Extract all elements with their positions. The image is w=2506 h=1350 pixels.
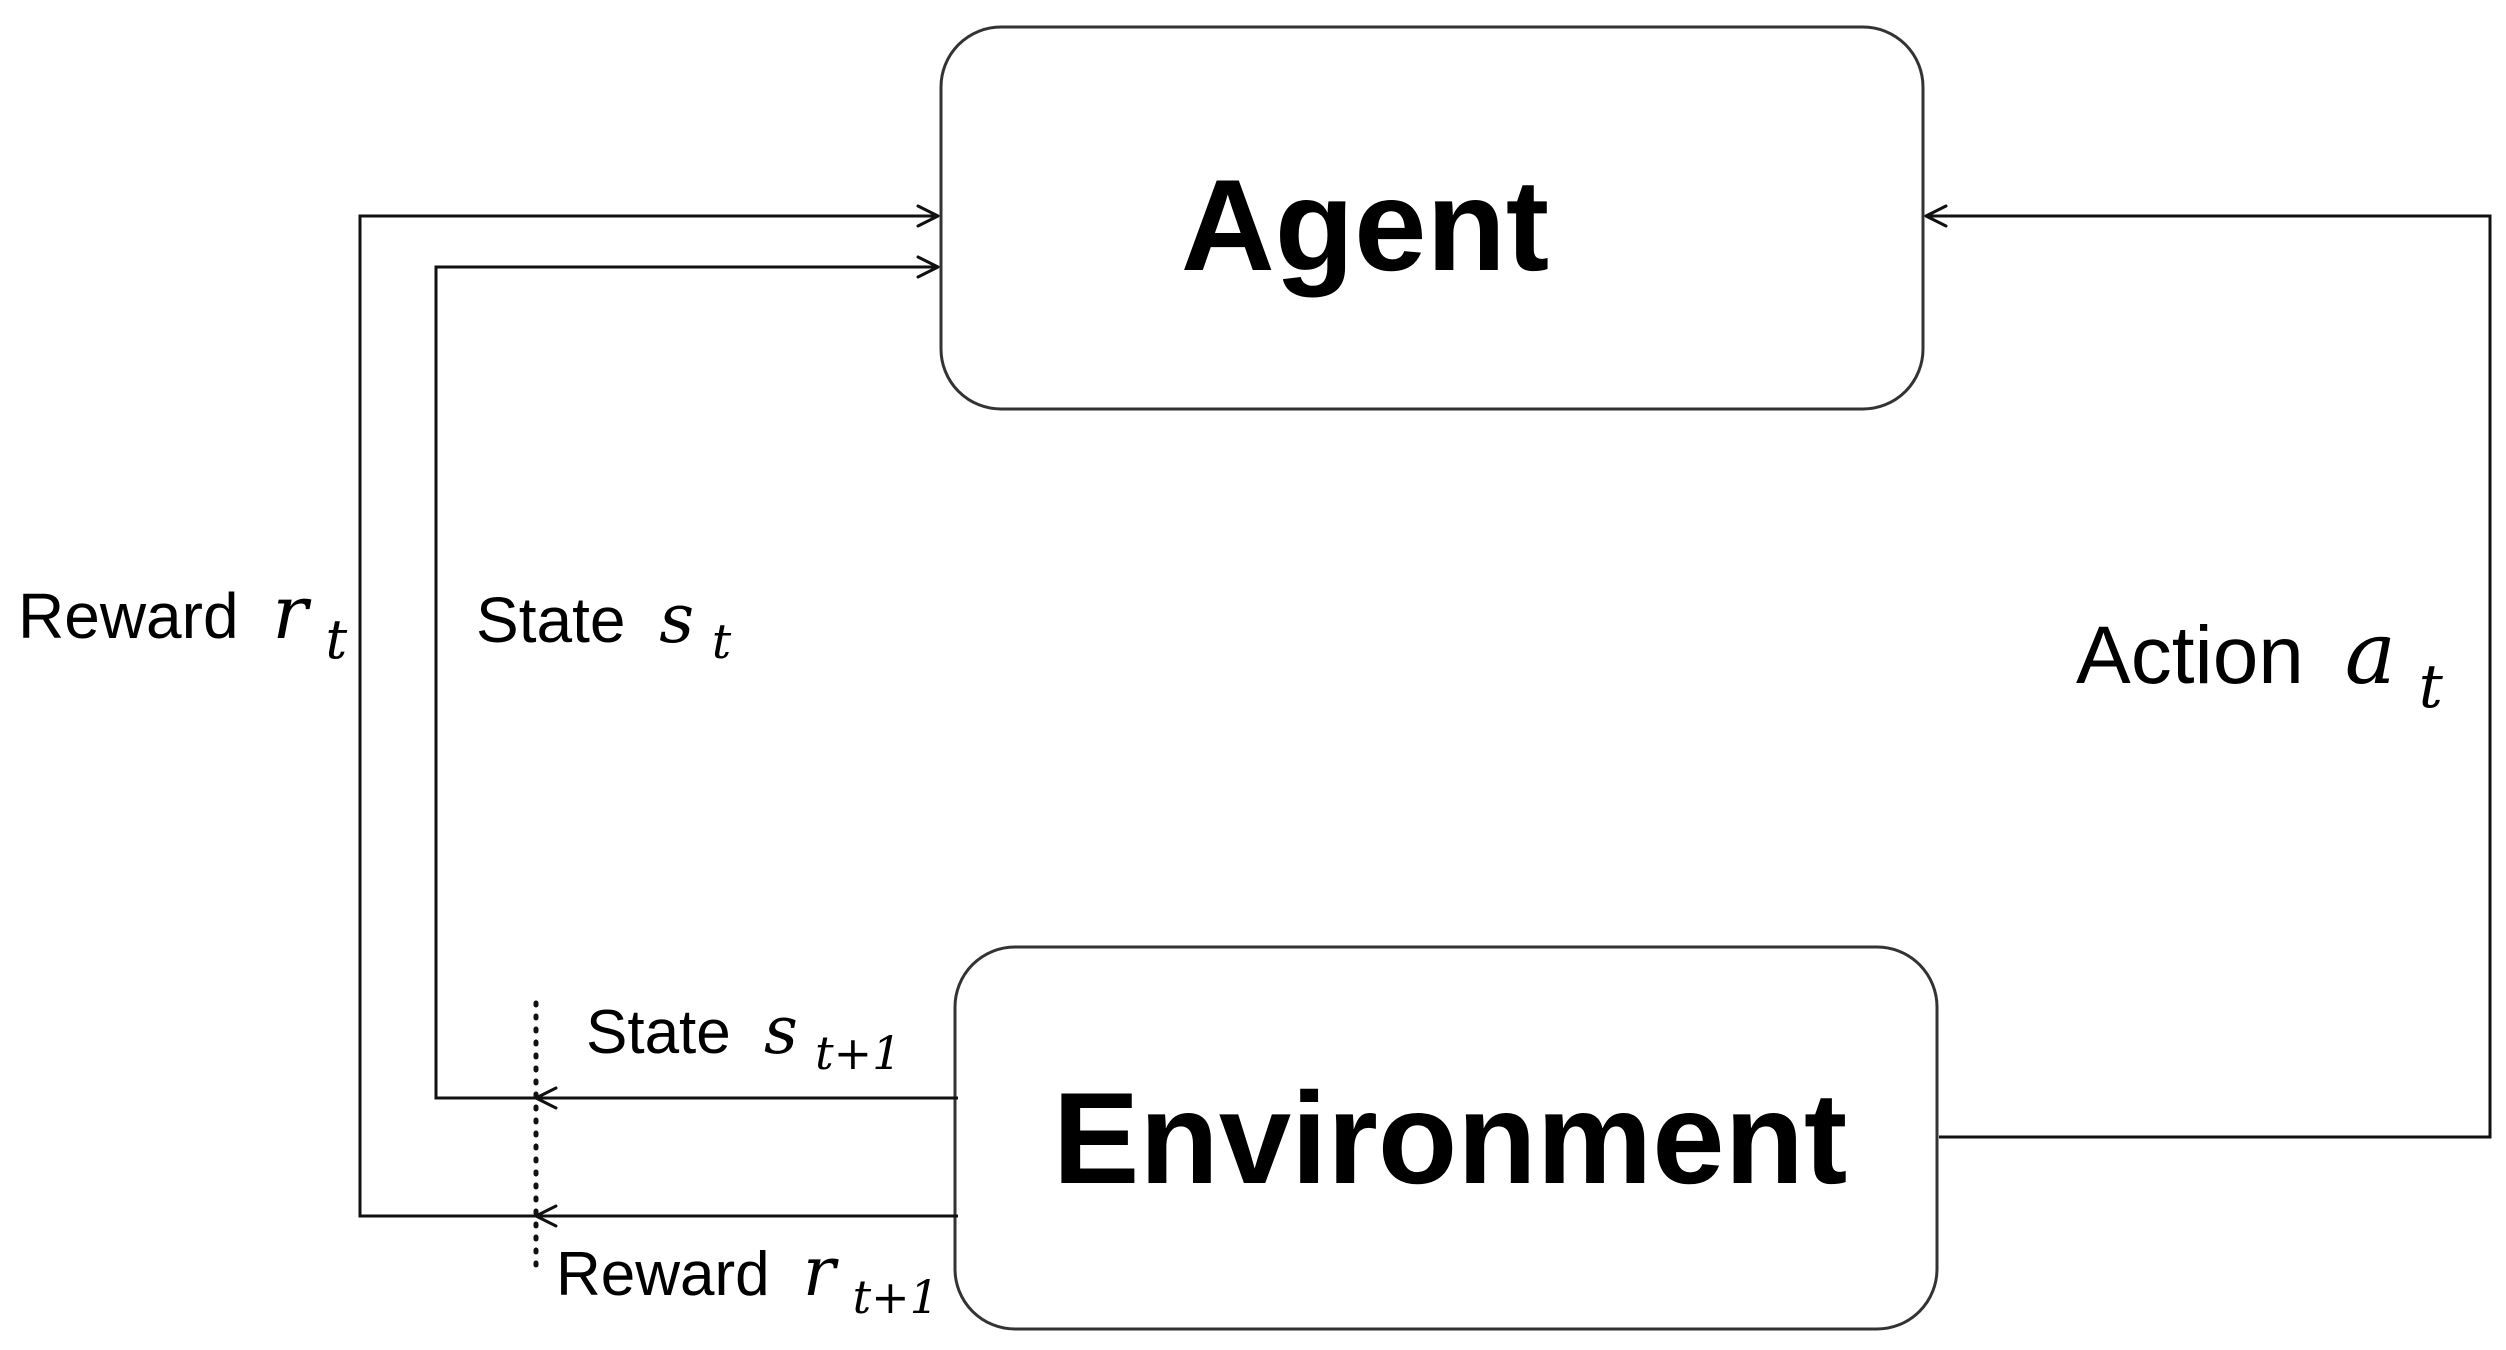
agent-label: Agent <box>1181 152 1549 298</box>
state-t-symbol: s <box>659 580 694 659</box>
reward-t1-arrowhead <box>534 1204 558 1228</box>
action-t-symbol: a <box>2345 604 2396 704</box>
reward-wire-arrowhead <box>916 204 940 228</box>
reward-t-word: Reward <box>18 580 239 652</box>
reward-t1-label: Reward r t+1 <box>556 1233 939 1324</box>
state-t-subscript: t <box>712 614 732 670</box>
reward-t-symbol: r <box>272 570 312 656</box>
reward-t-label: Reward r t <box>18 570 347 671</box>
reward-t-subscript: t <box>325 608 347 671</box>
state-t1-label: State s t+1 <box>586 992 901 1080</box>
environment-node: Environment <box>953 945 1939 1331</box>
state-wire-arrowhead <box>916 255 940 279</box>
action-t-label: Action a t <box>2076 604 2444 722</box>
agent-node: Agent <box>939 25 1925 411</box>
state-t-word: State <box>476 584 625 656</box>
action-t-subscript: t <box>2419 652 2444 722</box>
state-wire <box>434 255 958 1100</box>
action-t-word: Action <box>2076 610 2304 701</box>
environment-label: Environment <box>1053 1065 1848 1211</box>
reward-wire-path <box>358 214 958 1218</box>
environment-box <box>953 945 1939 1331</box>
reward-t1-word: Reward <box>556 1240 770 1309</box>
action-wire-path <box>1926 214 2492 1139</box>
state-t1-subscript: t+1 <box>815 1026 901 1080</box>
action-wire-arrowhead <box>1924 204 1948 228</box>
state-t1-symbol: s <box>764 992 798 1069</box>
state-t1-word: State <box>586 998 731 1067</box>
state-wire-path <box>434 265 958 1100</box>
reward-wire <box>358 204 958 1218</box>
action-wire <box>1924 204 2492 1139</box>
reward-t1-symbol: r <box>803 1233 839 1312</box>
state-t-label: State s t <box>476 580 732 670</box>
reward-t1-subscript: t+1 <box>853 1270 939 1324</box>
agent-box <box>939 25 1925 411</box>
